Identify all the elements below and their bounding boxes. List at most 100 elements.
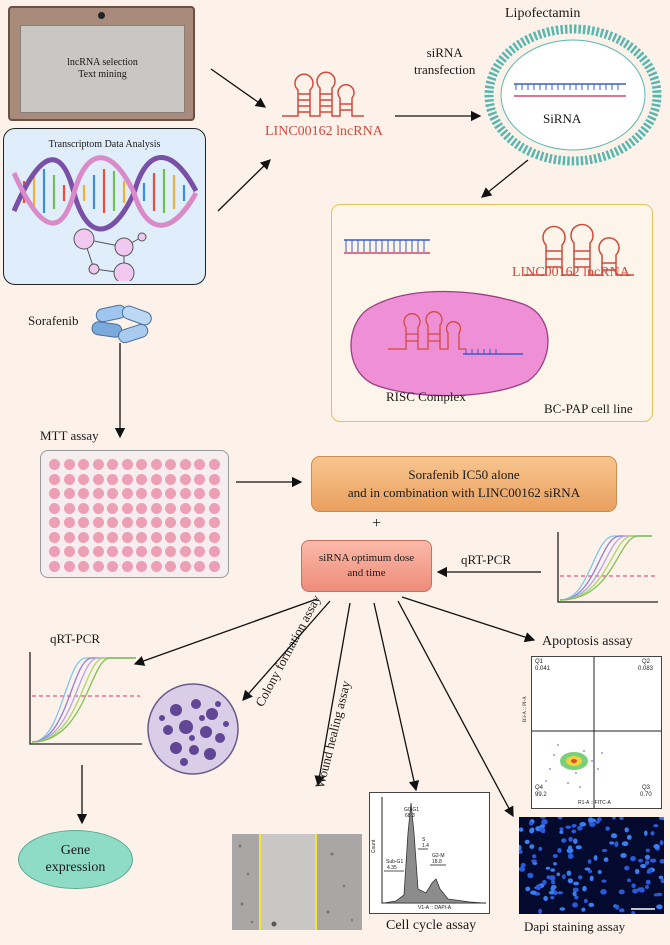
plate-well (136, 502, 147, 514)
dapi-nucleus (557, 891, 564, 895)
dapi-nucleus (550, 896, 555, 900)
dapi-nucleus (631, 911, 636, 914)
plate-well (179, 531, 191, 543)
plate-well (179, 459, 191, 470)
dapi-nucleus (601, 879, 607, 883)
dapi-nucleus (553, 890, 558, 896)
sirna-duplex-icon (344, 239, 430, 254)
dapi-nucleus (535, 884, 542, 891)
dapi-nucleus (532, 854, 537, 859)
dapi-label: Dapi staining assay (524, 919, 626, 934)
risc-complex-label: RISC Complex (386, 389, 466, 404)
optimum-line-1: siRNA optimum dose (318, 552, 415, 565)
plate-well (165, 531, 176, 543)
q2-label: Q2 (642, 659, 651, 665)
plate-well (208, 488, 220, 499)
dapi-nuclei (519, 817, 664, 914)
gene-line-1: Gene (60, 842, 91, 858)
apoptosis-label: Apoptosis assay (542, 634, 633, 649)
dapi-nucleus (565, 825, 572, 829)
plate-well (63, 560, 75, 572)
dna-network-illustration (12, 155, 198, 281)
dapi-nucleus (624, 827, 629, 833)
dapi-nucleus (583, 898, 588, 904)
dapi-nucleus (593, 855, 598, 861)
plate-well (179, 502, 191, 514)
dapi-nucleus (519, 866, 526, 872)
plate-well (49, 546, 60, 557)
plate-well (121, 517, 133, 528)
dapi-nucleus (557, 848, 562, 853)
plate-well (78, 459, 89, 470)
transcriptome-title: Transcriptom Data Analysis (48, 139, 161, 150)
plate-well (49, 560, 60, 572)
sirna-transfection-label: siRNA transfection (414, 45, 475, 79)
dapi-nucleus (659, 840, 664, 846)
dapi-nucleus (605, 826, 610, 831)
dapi-nucleus (520, 862, 526, 868)
plate-well (63, 517, 75, 528)
s-phase-value: 1.4 (422, 843, 429, 849)
dapi-nucleus (621, 841, 629, 847)
q1-label: Q1 (535, 659, 544, 665)
wound-healing-image (232, 834, 362, 930)
plate-well (107, 473, 118, 485)
plate-well (136, 488, 147, 499)
dapi-nucleus (653, 844, 660, 849)
dapi-nucleus (556, 872, 561, 877)
subg1-value: 4.35 (387, 865, 397, 871)
plate-well (165, 488, 176, 499)
dapi-nucleus (559, 907, 566, 911)
dapi-nucleus (627, 878, 631, 883)
plate-well (150, 560, 162, 572)
plate-well (121, 502, 133, 514)
dapi-nucleus (573, 881, 580, 886)
dapi-nucleus (640, 863, 647, 869)
dapi-nucleus (524, 839, 530, 845)
ic50-line-2: and in combination with LINC00162 siRNA (347, 485, 581, 500)
plate-well (208, 459, 220, 470)
dapi-nucleus (519, 844, 522, 851)
dapi-nucleus (650, 831, 655, 836)
gene-line-2: expression (45, 859, 106, 875)
sirna-optimum-box: siRNA optimum dose and time (301, 540, 432, 592)
plus-sign: + (372, 515, 382, 532)
qrtpcr-left-label: qRT-PCR (50, 631, 101, 646)
qrtpcr-right-curves (557, 532, 658, 603)
q2-value: 0.083 (638, 666, 654, 672)
plate-well (63, 473, 75, 485)
plate-well (208, 560, 220, 572)
plate-well (49, 488, 60, 499)
g2m-value: 18.8 (432, 859, 442, 865)
lipofectamin-label: Lipofectamin (505, 6, 581, 21)
dapi-nucleus (538, 846, 543, 851)
dapi-nucleus (597, 817, 602, 822)
plate-well (194, 488, 205, 499)
plate-well (63, 502, 75, 514)
plate-well (121, 546, 133, 557)
plate-well (136, 517, 147, 528)
plate-well (92, 546, 104, 557)
dapi-nucleus (572, 887, 579, 892)
dapi-nucleus (546, 875, 551, 880)
plate-well (165, 546, 176, 557)
plate-well (121, 473, 133, 485)
plate-well (107, 531, 118, 543)
dapi-nucleus (543, 896, 548, 901)
dapi-nucleus (655, 892, 663, 897)
plate-well (78, 546, 89, 557)
qrtpcr-left-curves (29, 652, 142, 745)
plate-well (165, 517, 176, 528)
plate-well (150, 546, 162, 557)
bcpap-cell-line-label: BC-PAP cell line (544, 401, 633, 416)
sorafenib-label: Sorafenib (28, 313, 79, 328)
plate-well (165, 473, 176, 485)
dapi-nucleus (612, 817, 616, 820)
plate-well (107, 502, 118, 514)
plate-well (179, 560, 191, 572)
dapi-nucleus (542, 879, 547, 885)
dapi-nucleus (649, 858, 657, 863)
plate-well (92, 488, 104, 499)
dapi-nucleus (610, 833, 618, 839)
q1-value: 0.041 (535, 666, 551, 672)
